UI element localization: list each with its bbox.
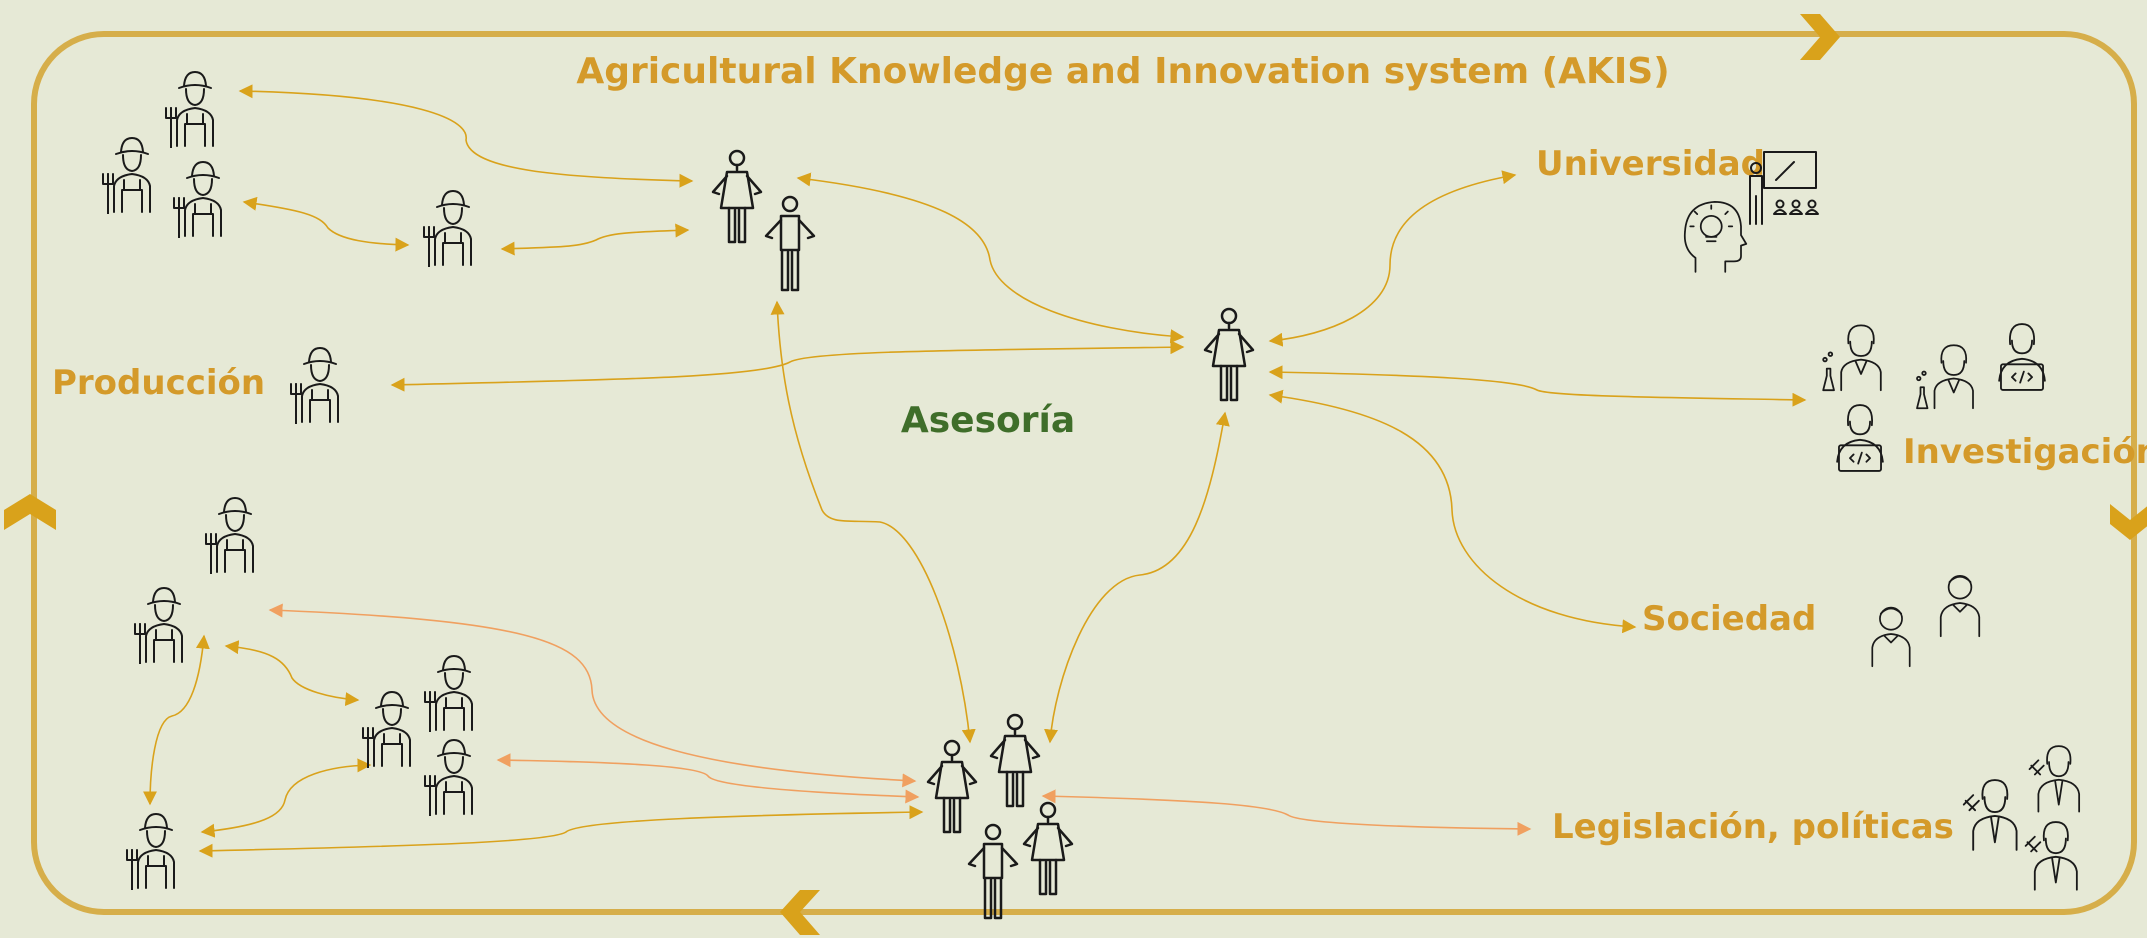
farmer-icon — [290, 347, 339, 424]
diagram-title: Agricultural Knowledge and Innovation sy… — [576, 51, 1669, 92]
arrow — [200, 758, 372, 838]
lawyer-icon — [2028, 745, 2081, 813]
farmer-icon — [165, 71, 214, 148]
arrow — [238, 84, 694, 188]
coder-icon — [1836, 404, 1884, 472]
scientist-icon — [1916, 344, 1974, 410]
label-produccion: Producción — [52, 363, 265, 403]
arrow — [198, 805, 924, 858]
farmer-icon — [424, 739, 473, 816]
arrow — [496, 753, 920, 804]
lawyer-icon — [2024, 821, 2078, 891]
arrow — [1044, 411, 1230, 744]
adviser-icon — [926, 739, 978, 834]
arrow — [242, 196, 410, 252]
child-icon — [1871, 606, 1911, 668]
arrow — [796, 172, 1185, 344]
adviser-man-icon — [967, 823, 1019, 920]
chevron-left-icon — [780, 890, 820, 935]
farmer-icon — [102, 137, 151, 214]
farmer-icon — [205, 497, 254, 574]
arrow — [1041, 789, 1532, 836]
frame-border — [31, 31, 2137, 915]
farmer-icon — [173, 161, 222, 238]
adviser-icon — [1022, 801, 1074, 896]
arrow — [1268, 365, 1807, 407]
label-asesoria: Asesoría — [901, 400, 1075, 441]
farmer-icon — [362, 691, 411, 768]
coder-icon — [1998, 323, 2046, 391]
arrow — [390, 340, 1185, 392]
scientist-icon — [1822, 324, 1882, 392]
arrow — [500, 223, 690, 256]
chevron-up-icon — [4, 494, 56, 530]
label-legislacion: Legislación, políticas — [1552, 807, 1954, 847]
farmer-icon — [423, 190, 472, 267]
arrow — [1268, 170, 1517, 347]
adviser-icon — [1203, 307, 1255, 402]
arrow — [770, 300, 976, 744]
label-universidad: Universidad — [1536, 144, 1765, 184]
adviser-icon — [989, 713, 1041, 808]
label-investigacion: Investigación — [1903, 432, 2147, 472]
adviser-man-icon — [764, 195, 816, 292]
arrow — [1268, 389, 1637, 634]
label-sociedad: Sociedad — [1642, 599, 1816, 639]
child-icon — [1939, 574, 1981, 638]
lightbulb-head-icon — [1683, 200, 1748, 273]
arrow — [143, 634, 210, 806]
farmer-icon — [424, 655, 473, 732]
arrow — [268, 603, 917, 788]
adviser-icon — [711, 149, 763, 244]
chevron-down-icon — [2110, 504, 2147, 540]
chevron-right-icon — [1800, 14, 1840, 60]
lawyer-icon — [1962, 779, 2018, 851]
arrow — [224, 640, 360, 707]
farmer-icon — [126, 813, 175, 890]
farmer-icon — [134, 587, 183, 664]
